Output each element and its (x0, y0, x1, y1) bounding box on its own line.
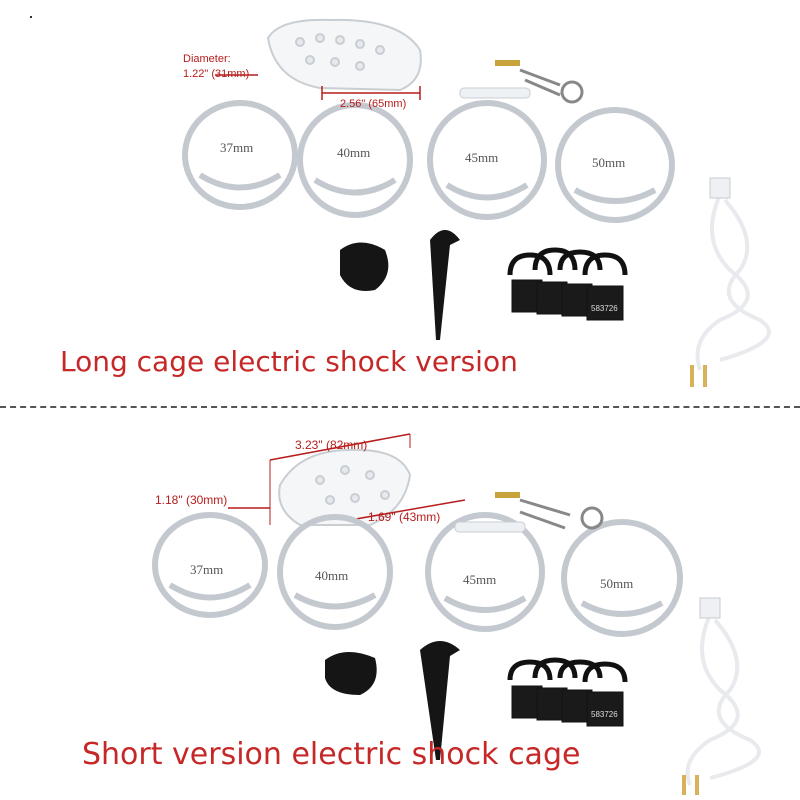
ring-size-label: 50mm (600, 576, 634, 591)
long-cage-product-photo (182, 18, 771, 387)
ring-size-label: 40mm (315, 568, 349, 583)
inner-length-value: 1.69" (43mm) (368, 510, 441, 524)
short-cage-product-photo (152, 433, 761, 795)
short-cage-panel: 1.18" (30mm) 3.23" (82mm) 1.69" (43mm) 3… (0, 400, 800, 800)
ring-size-label: 45mm (463, 572, 497, 587)
long-rings (182, 100, 675, 223)
length-value: 2.56" (65mm) (340, 98, 407, 110)
long-cage-tube (266, 18, 422, 92)
ring-size-label: 40mm (337, 145, 371, 160)
length-value: 3.23" (82mm) (295, 438, 368, 452)
short-cage-tube (278, 448, 412, 526)
long-cage-panel: Diameter: 1.22" (31mm) 2.56" (65mm) 37mm… (60, 18, 771, 387)
lock-code: 583726 (591, 304, 618, 313)
corner-mark (30, 16, 32, 18)
diameter-value: 1.18" (30mm) (155, 493, 228, 507)
section-divider (0, 406, 800, 408)
ring-size-label: 37mm (220, 140, 254, 155)
lock-code: 583726 (591, 710, 618, 719)
ring-size-label: 37mm (190, 562, 224, 577)
diameter-value: 1.22" (31mm) (183, 68, 250, 80)
long-cage-caption: Long cage electric shock version (60, 345, 518, 378)
short-rings (152, 512, 683, 637)
ring-size-label: 45mm (465, 150, 499, 165)
ring-size-label: 50mm (592, 155, 626, 170)
diameter-label: Diameter: (183, 53, 231, 65)
short-cage-caption: Short version electric shock cage (82, 737, 581, 772)
